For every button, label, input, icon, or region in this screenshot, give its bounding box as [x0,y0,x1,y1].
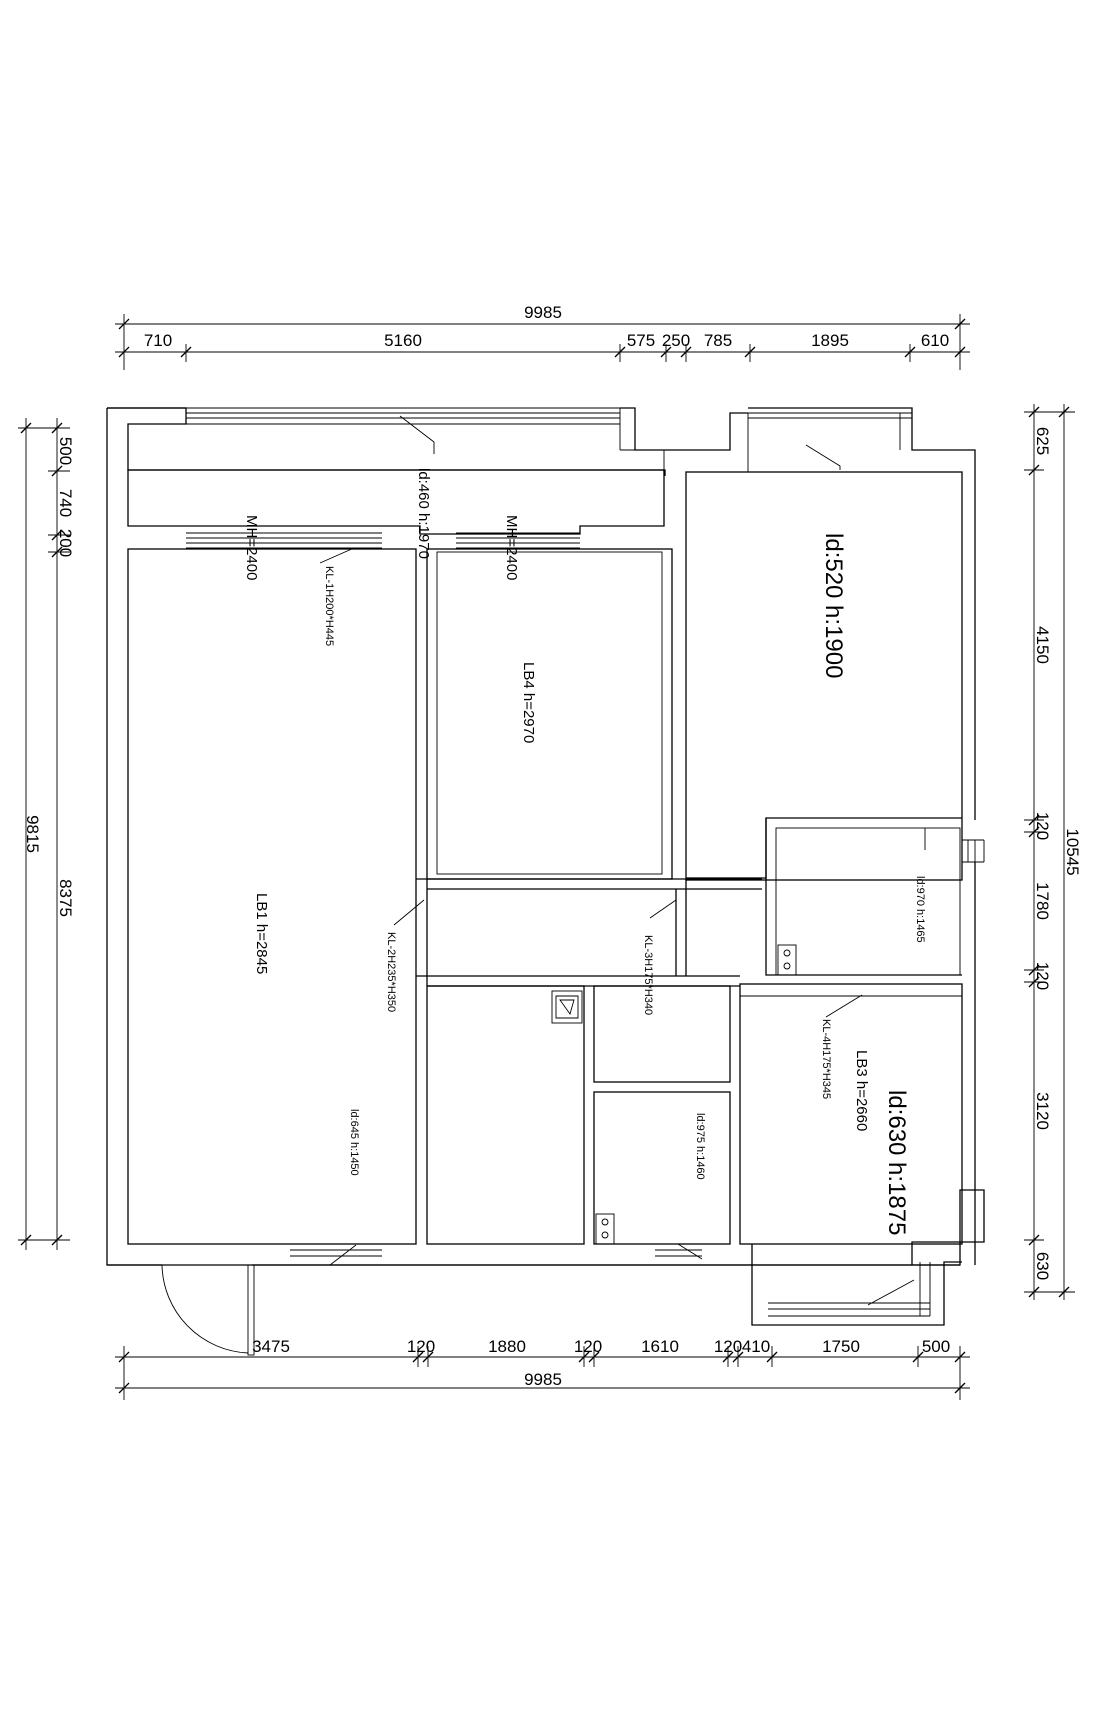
right-dim-4: 1780 [1033,882,1052,920]
bath-window-label: ld:975 h:1460 [694,1113,706,1180]
top-overall-dim: 9985 [524,303,562,322]
left-dim-1: 500 [56,437,75,465]
bottom-dim-7: 410 [742,1337,770,1356]
slab-lb3-label: LB3 h=2660 [853,1050,870,1131]
left-overall-dim: 9815 [23,815,42,853]
slab-lb1-label: LB1 h=2845 [253,893,270,974]
beam-kl3-label: KL-3H175*H340 [642,935,654,1015]
top-dim-2: 5160 [384,331,422,350]
slab-lb4-label: LB4 h=2970 [520,662,537,743]
right-dimensions: 625 4150 120 1780 120 3120 630 10545 [1024,404,1082,1300]
left-dimensions: 9815 8375 500 740 200 [18,418,75,1250]
bottom-dim-1: 3475 [252,1337,290,1356]
top-dim-7: 610 [921,331,949,350]
top-dim-6: 1895 [811,331,849,350]
beam-kl4-label: KL-4H175*H345 [820,1019,832,1099]
mh-left-label: MH=2400 [243,515,260,580]
small-room-window-label: ld:970 h:1465 [914,876,926,943]
right-dim-7: 630 [1033,1252,1052,1280]
top-dim-1: 710 [144,331,172,350]
beam-kl2-label: KL-2H235*H350 [385,932,397,1012]
top-dim-5: 785 [704,331,732,350]
right-overall-dim: 10545 [1063,828,1082,875]
bottom-overall-dim: 9985 [524,1370,562,1389]
balcony-window-label: ld:460 h:1970 [415,468,432,559]
left-dim-3: 200 [56,529,75,557]
right-dim-1: 625 [1033,427,1052,455]
room-bottom-right-label: ld:630 h:1875 [883,1090,910,1235]
bottom-dimensions: 3475 120 1880 120 1610 120 410 1750 500 … [115,1337,970,1400]
bottom-dim-8: 1750 [822,1337,860,1356]
right-dim-3: 120 [1033,812,1052,840]
left-dim-2: 740 [56,489,75,517]
top-dimensions: 9985 710 5160 575 250 785 1895 610 [115,303,970,370]
building-walls [106,407,985,1356]
lr-window-label: ld:645 h:1450 [348,1109,360,1176]
right-dim-2: 4150 [1033,626,1052,664]
right-dim-5: 120 [1033,962,1052,990]
beam-kl1-label: KL-1H200*H445 [323,566,335,646]
top-dim-4: 250 [662,331,690,350]
room-labels: ld:460 h:1970 MH=2400 MH=2400 KL-1H200*H… [243,468,926,1235]
bottom-dim-5: 1610 [641,1337,679,1356]
room-top-right-label: ld:520 h:1900 [820,533,847,678]
bottom-dim-2: 120 [407,1337,435,1356]
bottom-dim-6: 120 [714,1337,742,1356]
mh-right-label: MH=2400 [503,515,520,580]
bottom-dim-4: 120 [574,1337,602,1356]
leader-lines [319,415,926,1306]
right-dim-6: 3120 [1033,1092,1052,1130]
left-inner-dim: 8375 [56,879,75,917]
bottom-dim-9: 500 [922,1337,950,1356]
bottom-dim-3: 1880 [488,1337,526,1356]
top-dim-3: 575 [627,331,655,350]
